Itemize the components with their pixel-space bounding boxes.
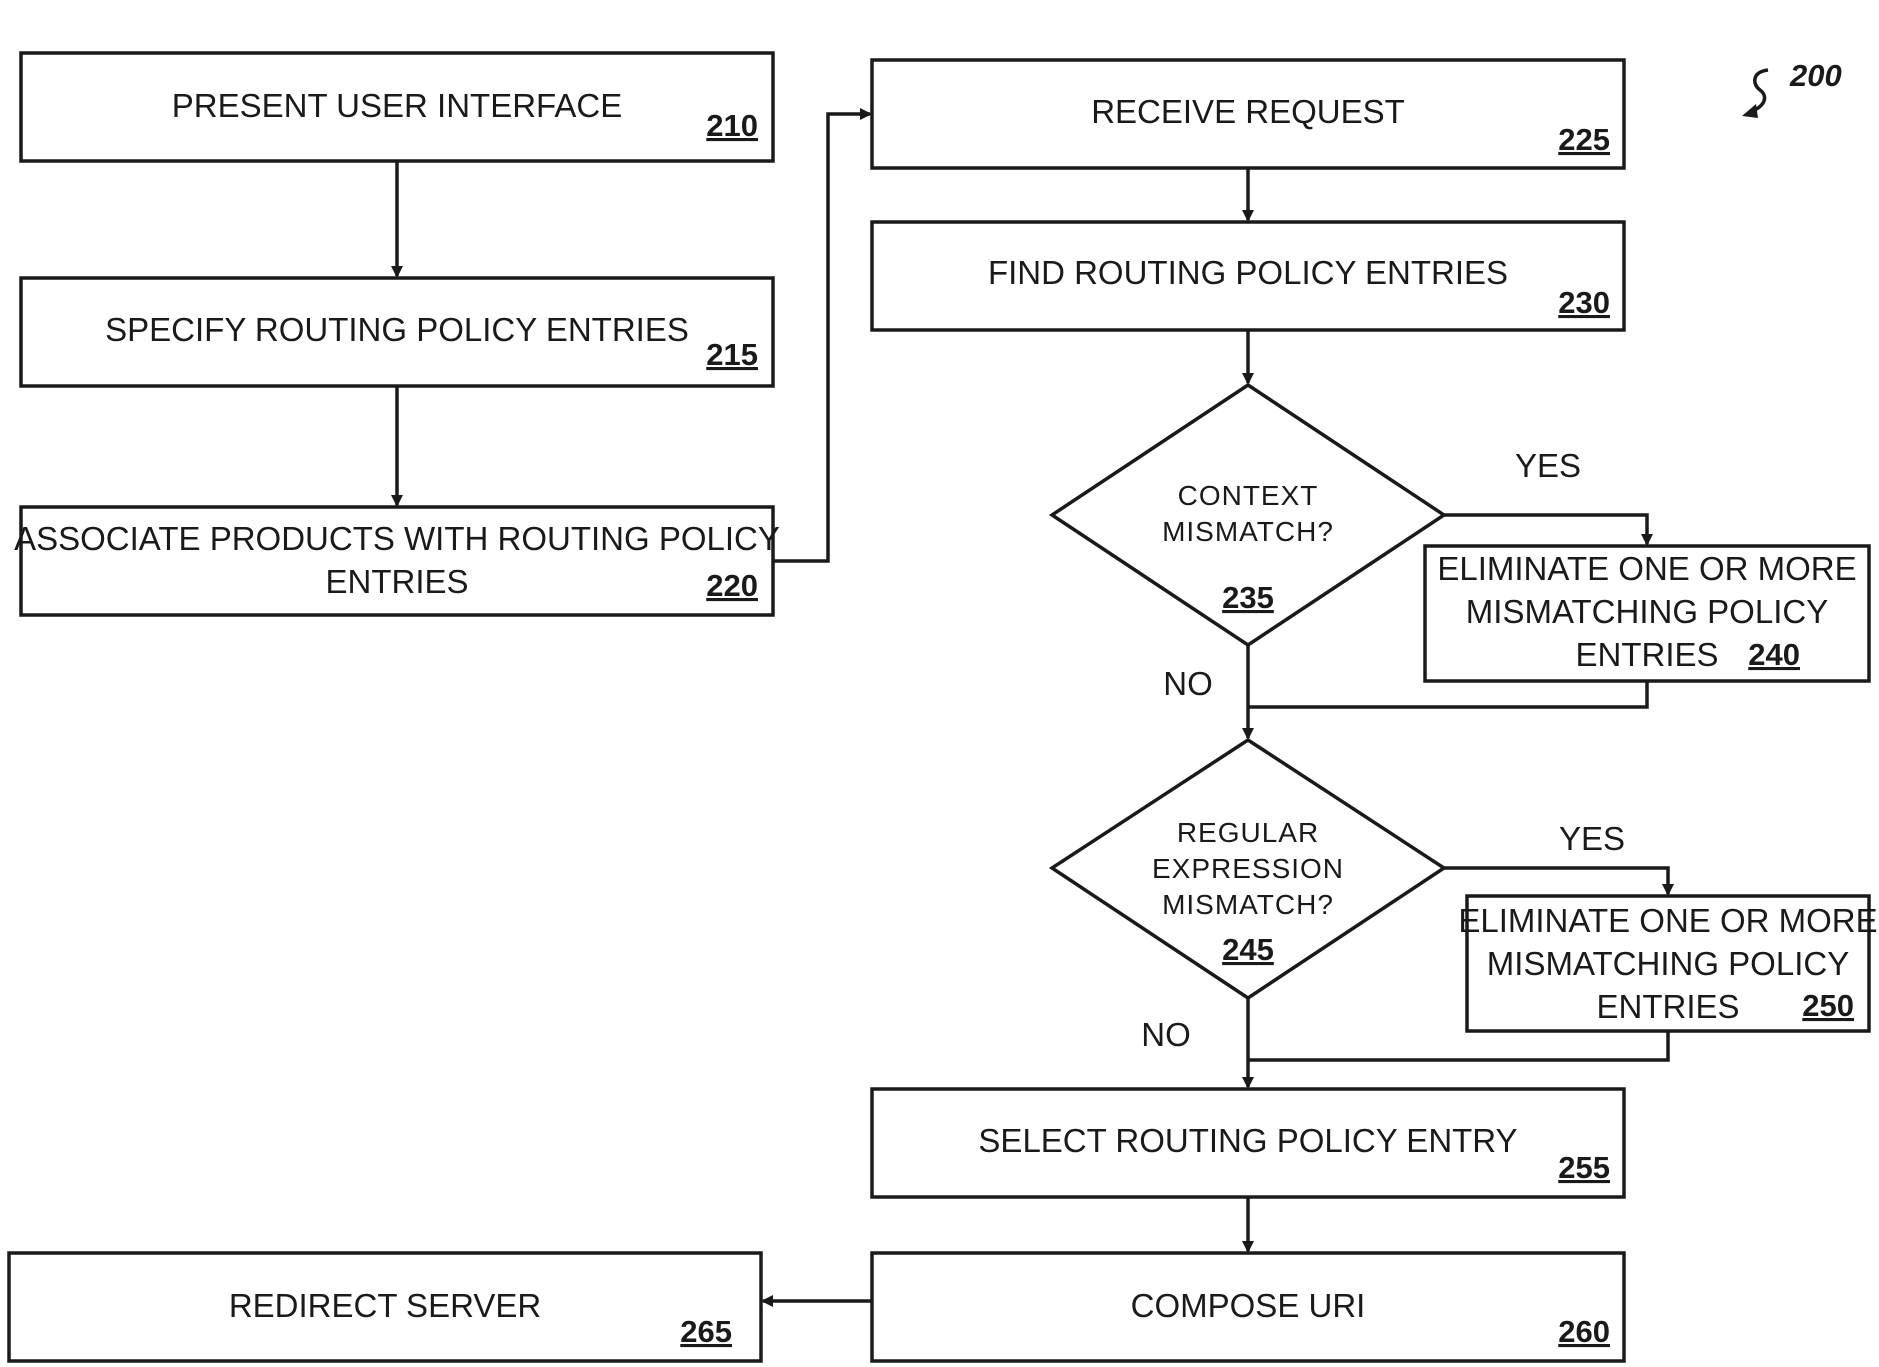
step-225-label: RECEIVE REQUEST [1091,93,1405,130]
decision-235-ref: 235 [1222,580,1274,615]
decision-235: CONTEXT MISMATCH? 235 [1052,385,1444,645]
step-260: COMPOSE URI 260 [872,1253,1624,1361]
step-220-ref: 220 [706,568,758,603]
decision-235-label-line1: CONTEXT [1178,480,1319,511]
step-240: ELIMINATE ONE OR MORE MISMATCHING POLICY… [1425,546,1869,681]
branch-no-235: NO [1163,665,1213,702]
step-250: ELIMINATE ONE OR MORE MISMATCHING POLICY… [1458,896,1877,1031]
step-225-ref: 225 [1558,122,1610,157]
decision-245-ref: 245 [1222,932,1274,967]
step-220-label-line1: ASSOCIATE PRODUCTS WITH ROUTING POLICY [14,520,780,557]
step-250-ref: 250 [1802,988,1854,1023]
step-225: RECEIVE REQUEST 225 [872,60,1624,168]
step-265: REDIRECT SERVER 265 [9,1253,761,1361]
step-255-ref: 255 [1558,1150,1610,1185]
decision-235-label-line2: MISMATCH? [1162,516,1334,547]
arrow-235-yes-240 [1444,515,1647,544]
step-230-ref: 230 [1558,285,1610,320]
step-210: PRESENT USER INTERFACE 210 [21,53,773,161]
step-250-label-line3: ENTRIES [1596,988,1739,1025]
step-260-ref: 260 [1558,1314,1610,1349]
branch-yes-245: YES [1559,820,1625,857]
step-210-label: PRESENT USER INTERFACE [172,87,622,124]
step-220-label-line2: ENTRIES [325,563,468,600]
step-240-ref: 240 [1748,637,1800,672]
step-260-label: COMPOSE URI [1131,1287,1366,1324]
step-215: SPECIFY ROUTING POLICY ENTRIES 215 [21,278,773,386]
figure-ref-arrowhead [1742,104,1758,118]
step-250-label-line2: MISMATCHING POLICY [1487,945,1849,982]
step-215-ref: 215 [706,337,758,372]
step-210-ref: 210 [706,108,758,143]
decision-245: REGULAR EXPRESSION MISMATCH? 245 [1052,740,1444,998]
decision-245-label-line3: MISMATCH? [1162,889,1334,920]
branch-no-245: NO [1141,1016,1191,1053]
figure-ref: 200 [1789,58,1842,93]
step-255-label: SELECT ROUTING POLICY ENTRY [978,1122,1517,1159]
step-230: FIND ROUTING POLICY ENTRIES 230 [872,222,1624,330]
step-240-label-line3: ENTRIES [1575,636,1718,673]
step-240-label-line2: MISMATCHING POLICY [1466,593,1828,630]
step-230-label: FIND ROUTING POLICY ENTRIES [988,254,1508,291]
merge-250 [1248,1031,1668,1060]
step-220: ASSOCIATE PRODUCTS WITH ROUTING POLICY E… [14,507,780,615]
step-265-label: REDIRECT SERVER [229,1287,541,1324]
branch-yes-235: YES [1515,447,1581,484]
decision-245-label-line2: EXPRESSION [1152,853,1344,884]
step-255: SELECT ROUTING POLICY ENTRY 255 [872,1089,1624,1197]
figure-ref-squiggle [1750,70,1768,112]
step-215-label: SPECIFY ROUTING POLICY ENTRIES [105,311,689,348]
step-265-ref: 265 [680,1314,732,1349]
arrow-245-yes-250 [1444,868,1668,894]
merge-240 [1248,681,1647,707]
decision-245-label-line1: REGULAR [1177,817,1319,848]
step-250-label-line1: ELIMINATE ONE OR MORE [1458,902,1877,939]
step-240-label-line1: ELIMINATE ONE OR MORE [1437,550,1856,587]
arrow-220-225 [773,114,870,561]
